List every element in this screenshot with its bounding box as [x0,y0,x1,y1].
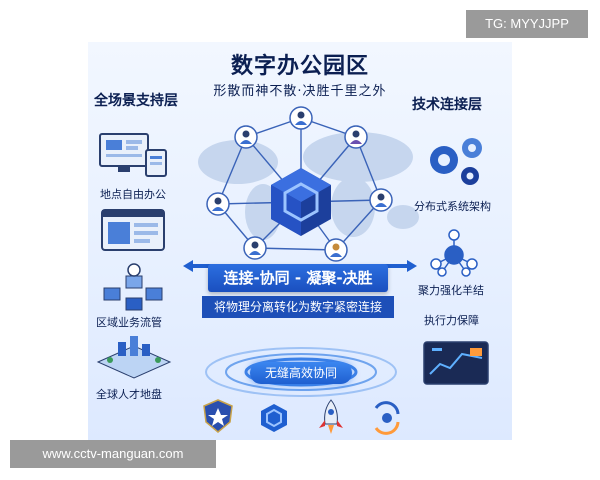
poster-graphics [96,106,489,435]
watermark-tag-top: TG: MYYJJPP [466,10,588,38]
workflow-blocks-icon [103,263,163,311]
central-cube-icon [271,168,331,236]
side-arrows [183,260,417,272]
left-item-label: 区域业务流管 [96,316,162,329]
collaboration-pill: 无缝高效协同 [250,362,352,384]
left-item-label: 地点自由办公 [100,188,166,201]
city-map-icon [96,336,172,379]
right-item-label: 分布式系统架构 [414,200,491,213]
right-item-label: 执行力保障 [424,314,479,327]
monitor-chart-icon [423,341,489,385]
network-hub-icon [430,229,478,277]
right-item-label: 聚力强化羊结 [418,284,484,297]
poster-title: 数字办公园区 [230,54,369,79]
left-item-label: 全球人才地盘 [96,388,162,401]
world-map [198,132,419,240]
right-layer-title: 技术连接层 [412,97,482,113]
watermark-tag-bottom: www.cctv-manguan.com [10,440,216,468]
slogan-sub-banner: 将物理分离转化为数字紧密连接 [202,296,394,318]
browser-window-icon [101,209,165,251]
left-layer-title: 全场景支持层 [94,93,178,109]
rocket-icon [319,399,343,434]
monitor-dashboard-icon [99,133,167,177]
sync-cycle-icon [374,401,400,435]
poster-subtitle: 形散而神不散·决胜千里之外 [213,84,387,99]
gears-icon [430,138,482,185]
person-nodes [206,106,393,262]
cube-badge-icon [261,404,287,432]
slogan-banner: 连接-协同 - 凝聚-决胜 [208,264,388,292]
poster: 数字办公园区 形散而神不散·决胜千里之外 全场景支持层 技术连接层 地点自由办公… [88,42,512,440]
shield-icon [203,399,233,433]
